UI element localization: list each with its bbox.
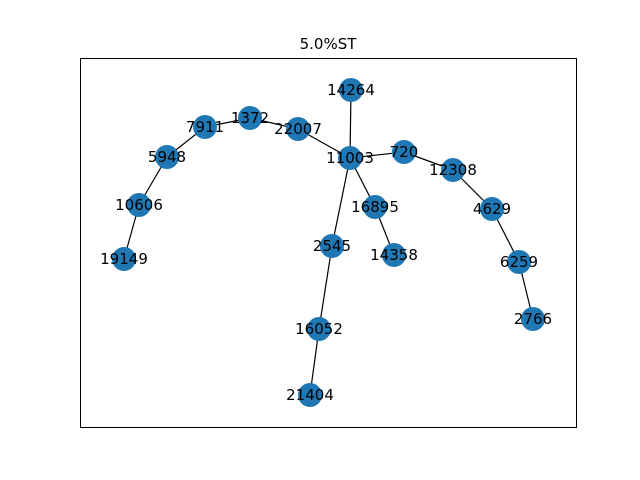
node-label-4629: 4629 — [473, 200, 511, 218]
node-label-16895: 16895 — [351, 198, 399, 216]
node-label-16052: 16052 — [295, 320, 343, 338]
node-marker-7911 — [193, 115, 217, 139]
node-22007: 22007 — [274, 117, 322, 141]
node-marker-16895 — [363, 195, 387, 219]
node-layer: 14264 1372 7911 22007 5948 11003 720 12308 10606… — [100, 78, 552, 407]
node-marker-4629 — [480, 197, 504, 221]
node-label-1372: 1372 — [231, 109, 269, 127]
chart-title: 5.0%ST — [300, 35, 358, 53]
node-5948: 5948 — [148, 145, 186, 169]
node-4629: 4629 — [473, 197, 511, 221]
node-14264: 14264 — [327, 78, 375, 102]
node-16895: 16895 — [351, 195, 399, 219]
node-19149: 19149 — [100, 247, 148, 271]
node-label-10606: 10606 — [115, 196, 163, 214]
node-marker-6259 — [507, 250, 531, 274]
node-2766: 2766 — [514, 307, 552, 331]
node-label-21404: 21404 — [286, 386, 334, 404]
edge-11003-2545 — [331, 157, 351, 247]
plot-frame — [80, 58, 577, 428]
node-marker-720 — [392, 140, 416, 164]
node-marker-2766 — [521, 307, 545, 331]
node-label-12308: 12308 — [429, 161, 477, 179]
node-marker-16052 — [307, 317, 331, 341]
node-label-2545: 2545 — [313, 237, 351, 255]
node-14358: 14358 — [370, 243, 418, 267]
edge-2545-16052 — [318, 245, 333, 330]
node-7911: 7911 — [186, 115, 224, 139]
node-marker-22007 — [286, 117, 310, 141]
node-label-6259: 6259 — [500, 253, 538, 271]
node-marker-19149 — [112, 247, 136, 271]
node-10606: 10606 — [115, 193, 163, 217]
node-marker-1372 — [238, 106, 262, 130]
node-marker-5948 — [155, 145, 179, 169]
node-720: 720 — [390, 140, 419, 164]
node-label-720: 720 — [390, 143, 419, 161]
node-label-5948: 5948 — [148, 148, 186, 166]
node-21404: 21404 — [286, 383, 334, 407]
node-2545: 2545 — [313, 234, 351, 258]
node-label-14264: 14264 — [327, 81, 375, 99]
node-label-22007: 22007 — [274, 120, 322, 138]
node-marker-21404 — [298, 383, 322, 407]
node-11003: 11003 — [326, 146, 374, 170]
node-label-19149: 19149 — [100, 250, 148, 268]
node-marker-2545 — [320, 234, 344, 258]
node-label-14358: 14358 — [370, 246, 418, 264]
node-label-2766: 2766 — [514, 310, 552, 328]
node-16052: 16052 — [295, 317, 343, 341]
node-label-7911: 7911 — [186, 118, 224, 136]
node-1372: 1372 — [231, 106, 269, 130]
node-marker-12308 — [441, 158, 465, 182]
node-marker-14264 — [339, 78, 363, 102]
node-6259: 6259 — [500, 250, 538, 274]
node-12308: 12308 — [429, 158, 477, 182]
node-marker-10606 — [127, 193, 151, 217]
node-label-11003: 11003 — [326, 149, 374, 167]
node-marker-14358 — [382, 243, 406, 267]
node-marker-11003 — [338, 146, 362, 170]
